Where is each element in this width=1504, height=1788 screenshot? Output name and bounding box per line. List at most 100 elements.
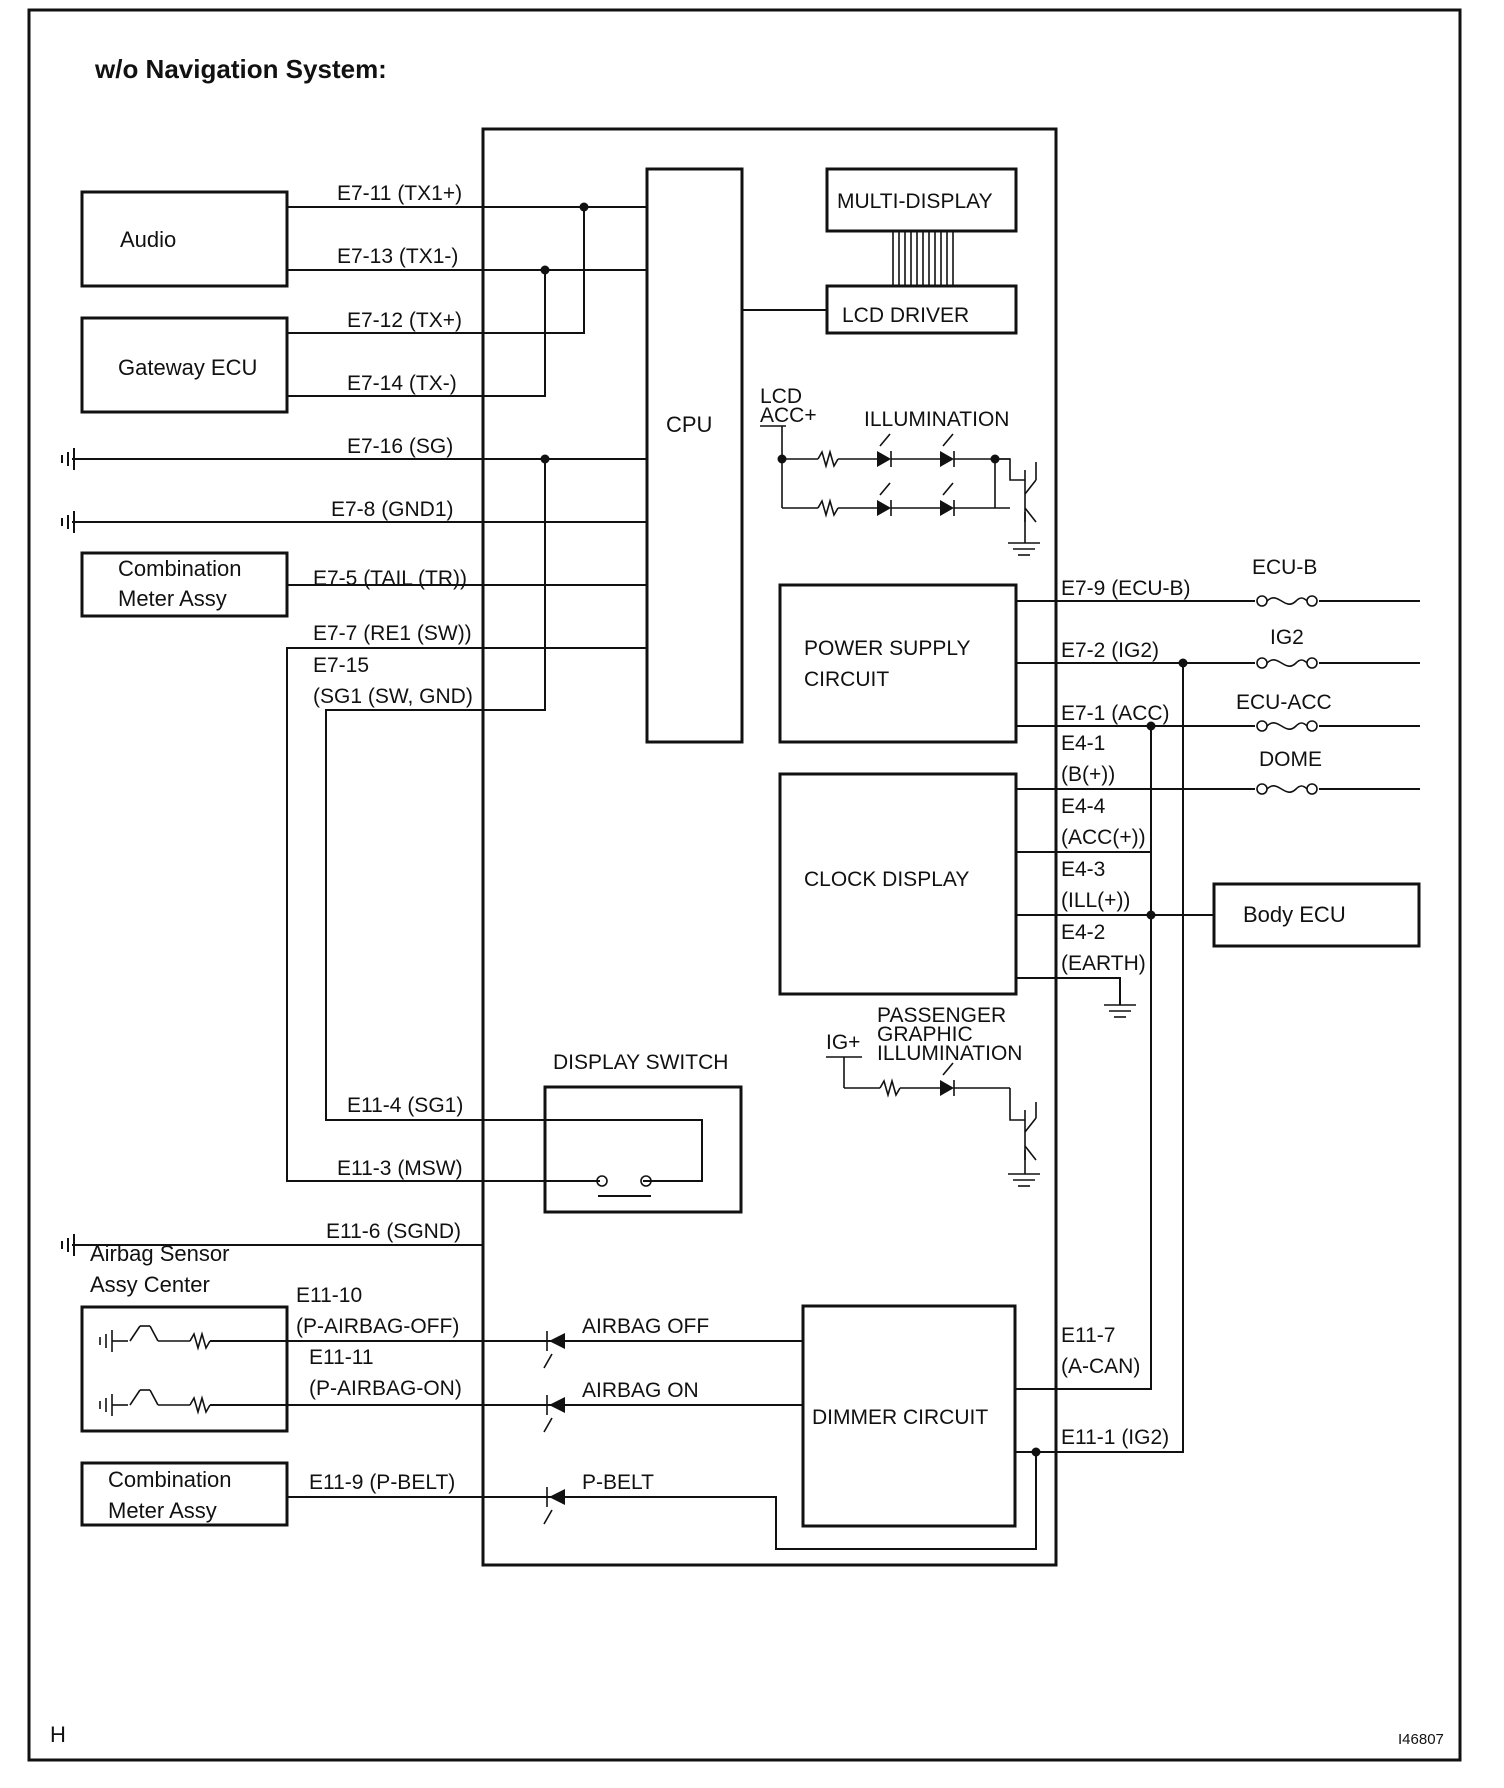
- wire-dimmer-ig2: [1015, 663, 1184, 1453]
- terminal-e7-12: E7-12 (TX+): [347, 309, 462, 332]
- terminal-e7-2: E7-2 (IG2): [1061, 639, 1159, 662]
- cpu-label: CPU: [666, 412, 712, 437]
- outer-frame: [27, 8, 1462, 1762]
- terminal-e11-11b: (P-AIRBAG-ON): [309, 1377, 462, 1400]
- airbag-sensor-circuit-1: [99, 1325, 211, 1352]
- fuse-icon: [1255, 654, 1319, 672]
- terminal-e11-7a: E11-7: [1061, 1324, 1115, 1347]
- ground-icon: [1104, 1004, 1136, 1018]
- fuse-ig2-label: IG2: [1270, 626, 1304, 649]
- dimmer-circuit-label: DIMMER CIRCUIT: [812, 1406, 988, 1429]
- terminal-e7-9: E7-9 (ECU-B): [1061, 577, 1191, 600]
- terminal-e11-9: E11-9 (P-BELT): [309, 1471, 455, 1494]
- fuse-icon: [1255, 780, 1319, 798]
- body-ecu-label: Body ECU: [1243, 902, 1346, 927]
- passenger-graphic-label-a: PASSENGER: [877, 1004, 1006, 1027]
- combination-meter-label-2a: Combination: [108, 1467, 232, 1492]
- body-ecu-box: [1212, 882, 1421, 948]
- lcd-driver-label: LCD DRIVER: [842, 304, 969, 327]
- terminal-e11-10b: (P-AIRBAG-OFF): [296, 1315, 459, 1338]
- terminal-e4-1b: (B(+)): [1061, 763, 1115, 786]
- terminal-e7-7: E7-7 (RE1 (SW)): [313, 622, 472, 645]
- terminal-e7-5: E7-5 (TAIL (TR)): [313, 567, 467, 590]
- audio-label: Audio: [120, 227, 176, 252]
- clock-display-box: [778, 772, 1018, 996]
- display-ribbon-cable: [892, 231, 954, 286]
- led-icon: [543, 1395, 565, 1433]
- chassis-ground-icon: [61, 511, 75, 533]
- terminal-e4-4a: E4-4: [1061, 795, 1106, 818]
- passenger-graphic-label-c: ILLUMINATION: [877, 1042, 1022, 1065]
- passenger-graphic-label-b: GRAPHIC: [877, 1023, 973, 1046]
- fuse-ecu-acc-label: ECU-ACC: [1236, 691, 1332, 714]
- power-supply-box: [778, 583, 1018, 744]
- terminal-e7-8: E7-8 (GND1): [331, 498, 454, 521]
- multi-display-label: MULTI-DISPLAY: [837, 190, 993, 213]
- fuse-dome-label: DOME: [1259, 748, 1322, 771]
- terminal-e4-2b: (EARTH): [1061, 952, 1146, 975]
- terminal-e7-13: E7-13 (TX1-): [337, 245, 458, 268]
- terminal-e4-1a: E4-1: [1061, 732, 1105, 755]
- terminal-e7-1: E7-1 (ACC): [1061, 702, 1170, 725]
- terminal-e11-10a: E11-10: [296, 1284, 362, 1307]
- gateway-ecu-label: Gateway ECU: [118, 355, 257, 380]
- led-icon: [877, 482, 892, 516]
- terminal-e7-14: E7-14 (TX-): [347, 372, 457, 395]
- display-switch-label: DISPLAY SWITCH: [553, 1051, 728, 1074]
- fuse-icon: [1255, 592, 1319, 610]
- wire-earth: [1016, 977, 1121, 1005]
- chassis-ground-icon: [61, 448, 75, 470]
- terminal-e7-15b: (SG1 (SW, GND): [313, 685, 473, 708]
- combination-meter-label-2b: Meter Assy: [108, 1498, 217, 1523]
- wire-re1-sw: [286, 647, 647, 1182]
- cpu-box: [645, 167, 744, 744]
- p-belt-label: P-BELT: [582, 1471, 654, 1494]
- terminal-e7-15a: E7-15: [313, 654, 369, 677]
- audio-box: [80, 190, 289, 288]
- illumination-label: ILLUMINATION: [864, 408, 1009, 431]
- dimmer-circuit-box: [801, 1304, 1017, 1528]
- corner-letter: H: [50, 1722, 66, 1747]
- fuse-ecu-b-label: ECU-B: [1252, 556, 1317, 579]
- airbag-sensor-circuit-2: [99, 1389, 211, 1416]
- lcd-acc-label-a: LCD: [760, 385, 802, 408]
- fuse-icon: [1255, 717, 1319, 735]
- wire-tx-minus: [287, 270, 546, 397]
- wire-sg1: [325, 459, 703, 1182]
- power-supply-label-a: POWER SUPPLY: [804, 637, 970, 660]
- led-icon: [940, 433, 955, 467]
- display-switch-box: [543, 1085, 743, 1214]
- wire-a-can: [1015, 726, 1152, 1390]
- led-icon: [940, 1062, 955, 1096]
- gateway-ecu-box: [80, 316, 289, 414]
- terminal-e7-16: E7-16 (SG): [347, 435, 453, 458]
- led-icon: [543, 1331, 565, 1369]
- airbag-sensor-box: [80, 1305, 289, 1433]
- led-icon: [940, 482, 955, 516]
- switch-icon: [596, 1175, 652, 1197]
- combination-meter-label-1b: Meter Assy: [118, 586, 227, 611]
- terminal-e4-3a: E4-3: [1061, 858, 1105, 881]
- terminal-e4-4b: (ACC(+)): [1061, 826, 1146, 849]
- combination-meter-label-1a: Combination: [118, 556, 242, 581]
- led-icon: [877, 433, 892, 467]
- wire-tx-plus: [287, 207, 585, 334]
- airbag-sensor-label-b: Assy Center: [90, 1272, 210, 1297]
- passenger-illumination-circuit: [826, 1056, 1040, 1187]
- diagram-title: w/o Navigation System:: [94, 54, 387, 84]
- terminal-e11-11a: E11-11: [309, 1346, 374, 1369]
- chassis-ground-icon: [61, 1234, 75, 1256]
- figure-id: I46807: [1398, 1731, 1444, 1748]
- terminal-e11-3: E11-3 (MSW): [337, 1157, 463, 1180]
- lcd-acc-label-b: ACC+: [760, 404, 817, 427]
- led-icon: [543, 1487, 565, 1525]
- combination-meter-box-2: [80, 1461, 289, 1527]
- terminal-e11-7b: (A-CAN): [1061, 1355, 1140, 1378]
- terminal-e4-2a: E4-2: [1061, 921, 1105, 944]
- power-supply-label-b: CIRCUIT: [804, 668, 889, 691]
- terminal-e11-6: E11-6 (SGND): [326, 1220, 461, 1243]
- clock-display-label: CLOCK DISPLAY: [804, 868, 969, 891]
- airbag-on-label: AIRBAG ON: [582, 1379, 699, 1402]
- wire-p-belt: [287, 1452, 1037, 1550]
